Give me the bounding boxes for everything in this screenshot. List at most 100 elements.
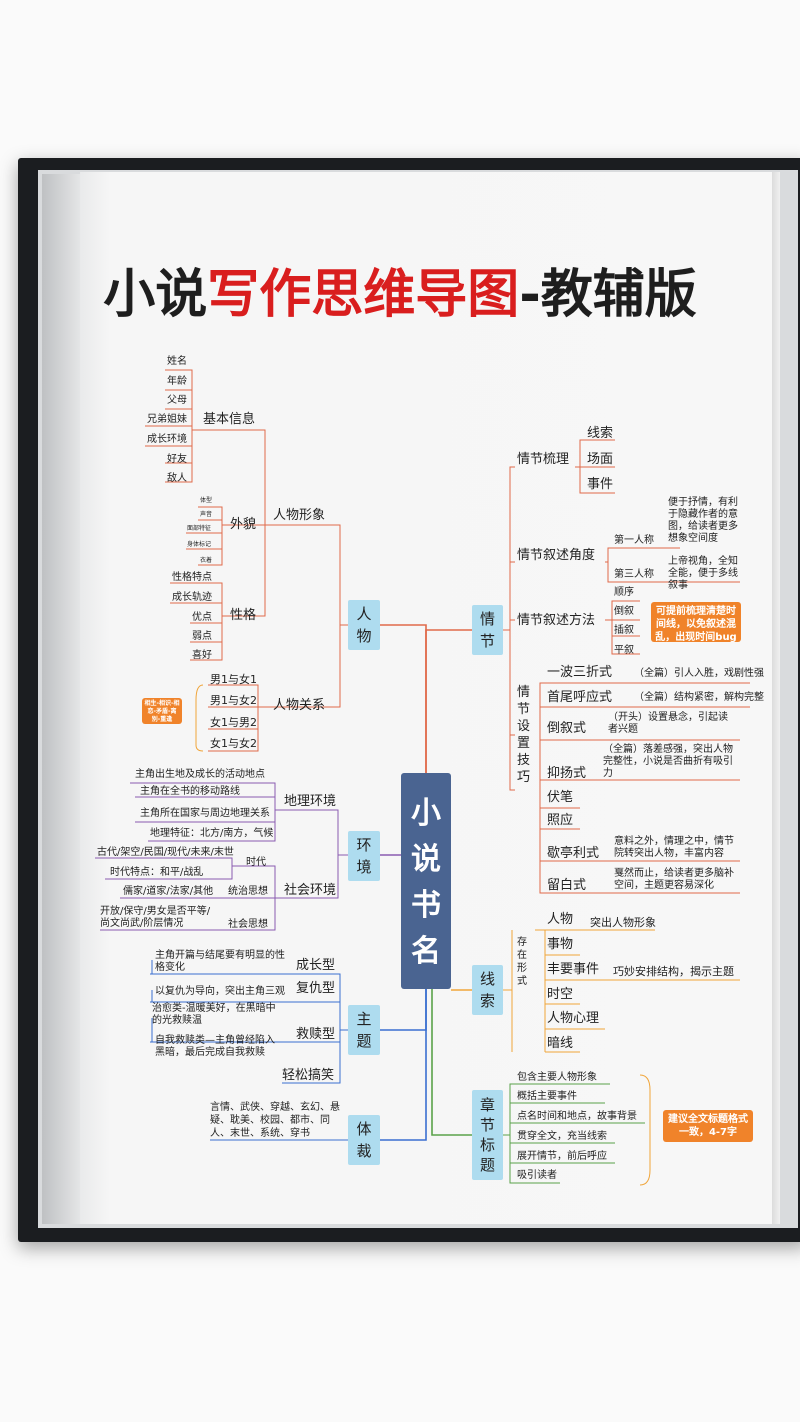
jiqiao-desc: 戛然而止，给读者更多脑补空间，主题更容易深化 — [614, 868, 734, 891]
dili-item: 主角出生地及成长的活动地点 — [135, 769, 265, 780]
jiqiao-desc: （全篇）落差感强，突出人物完整性，小说是否曲折有吸引力 — [603, 744, 733, 779]
branch-qingjie: 情 节 — [472, 605, 503, 655]
jiben-item: 成长环境 — [147, 434, 187, 445]
dili-item: 主角在全书的移动路线 — [140, 786, 240, 797]
chengzhang-desc: 主角开篇与结尾要有明显的性格变化 — [155, 950, 285, 973]
zhangjie-item: 点名时间和地点，故事背景 — [517, 1111, 637, 1122]
title-part-1: 小说 — [103, 265, 208, 325]
xiansuo-item: 人物心理 — [547, 1011, 600, 1026]
shehui-tongzhi: 统治思想 — [228, 886, 268, 897]
xiansuo-item: 暗线 — [547, 1036, 574, 1051]
center-char-2: 说 — [411, 842, 441, 877]
xingge-item: 优点 — [192, 612, 212, 623]
jiaodu-disan: 第三人称 — [614, 569, 654, 580]
huanjing-dili: 地理环境 — [284, 794, 337, 809]
jiqiao-name: 抑扬式 — [547, 766, 587, 781]
trunk-qingjie — [425, 629, 472, 773]
sixiang-item: 开放/保守/男女是否平等/尚文尚武/阶层情况 — [100, 906, 211, 929]
guanxi-item: 女1与女2 — [210, 737, 257, 750]
page-title: 小说写作思维导图-教辅版 — [0, 252, 800, 327]
jiaodu-diyi: 第一人称 — [614, 535, 654, 546]
jiushu-desc-1: 治愈类-温暖美好，在黑暗中的光救赎温 — [152, 1003, 276, 1026]
center-char-3: 书 — [411, 888, 441, 923]
jiqiao-desc: 意料之外，情理之中，情节院转突出人物，丰富内容 — [614, 836, 734, 859]
center-char-1: 小 — [411, 796, 441, 831]
xingge-item: 弱点 — [192, 631, 212, 642]
zhangjie-item: 贯穿全文，充当线索 — [517, 1131, 607, 1142]
tongzhi-item: 儒家/道家/法家/其他 — [123, 886, 214, 897]
zhangjie-note: 建议全文标题格式一致，4-7字 — [663, 1110, 753, 1142]
jiqiao-name: 倒叙式 — [547, 721, 587, 736]
waimao-item: 声音 — [200, 511, 213, 518]
guanxi-item: 女1与男2 — [210, 716, 257, 729]
ticai-desc: 言情、武侠、穿越、玄幻、悬疑、耽美、校园、都市、同人、末世、系统、穿书 — [210, 1102, 340, 1139]
zhuti-fuchou: 复仇型 — [296, 981, 336, 996]
guanxi-item: 男1与女2 — [210, 694, 257, 707]
page-stack — [42, 174, 82, 1224]
page-edge — [772, 172, 780, 1224]
branch-zhuti: 主 题 — [348, 1005, 380, 1055]
huanjing-shehui: 社会环境 — [284, 883, 337, 898]
qingjie-fangfa: 情节叙述方法 — [517, 613, 596, 628]
xingge-item: 性格特点 — [172, 572, 212, 583]
jiqiao-desc: （全篇）引人入胜，戏剧性强 — [634, 668, 764, 679]
branch-zhangjie: 章 节 标 题 — [472, 1090, 503, 1180]
jiqiao-name: 首尾呼应式 — [547, 690, 613, 705]
shehui-sixiang: 社会思想 — [228, 919, 268, 930]
renwu-jiben: 基本信息 — [203, 412, 256, 427]
xiansuo-shijian-desc: 巧妙安排结构，揭示主题 — [613, 965, 734, 978]
disan-desc: 上帝视角，全知全能，便于多线叙事 — [668, 556, 738, 591]
zhuti-jiushu: 救赎型 — [296, 1027, 336, 1042]
trunk-zhuti — [380, 989, 427, 1031]
waimao-item: 面部特征 — [187, 525, 212, 532]
jiqiao-name: 一波三折式 — [547, 665, 613, 680]
jiben-item: 父母 — [167, 395, 187, 406]
jiqiao-name: 伏笔 — [547, 790, 574, 805]
shehui-shidai: 时代 — [246, 857, 266, 868]
jiqiao-name: 歇亭利式 — [547, 846, 600, 861]
guanxi-item: 男1与女1 — [210, 673, 257, 686]
jiqiao-name: 照应 — [547, 813, 574, 828]
trunk-ticai — [380, 989, 427, 1141]
dili-item: 主角所在国家与周边地理关系 — [140, 808, 270, 819]
fangfa-item: 平叙 — [614, 645, 634, 656]
book-page — [80, 172, 780, 1224]
renwu-waimao: 外貌 — [230, 517, 257, 532]
jiushu-desc-2: 自我救赎类—主角曾经陷入黑暗，最后完成自我救赎 — [155, 1035, 275, 1058]
zhangjie-item: 吸引读者 — [517, 1170, 557, 1181]
renwu-guanxi: 人物关系 — [273, 698, 326, 713]
diyi-desc: 便于抒情，有利于隐藏作者的意图，给读者更多想象空间度 — [668, 497, 738, 544]
guanxi-note: 相生-相识-相恋-矛盾-离别-重逢 — [142, 698, 182, 724]
waimao-item: 体型 — [200, 497, 213, 504]
xiansuo-item: 事物 — [547, 937, 574, 952]
branch-renwu: 人 物 — [348, 600, 380, 650]
xiansuo-renwu-desc: 突出人物形象 — [590, 916, 656, 929]
xiansuo-item: 时空 — [547, 987, 574, 1002]
waimao-item: 身体标记 — [187, 541, 212, 548]
xiansuo-cunzai: 存在形式 — [517, 937, 527, 987]
fangfa-item: 倒叙 — [614, 606, 634, 617]
trunk-renwu — [380, 624, 427, 773]
xingge-item: 成长轨迹 — [172, 592, 212, 603]
zhangjie-item: 概括主要事件 — [517, 1091, 577, 1102]
fangfa-item: 插叙 — [614, 625, 634, 636]
center-node: 小 说 书 名 — [401, 773, 451, 989]
dili-item: 地理特征：北方/南方，气候 — [150, 828, 274, 839]
jiqiao-desc: （全篇）结构紧密，解构完整 — [634, 692, 764, 703]
shuli-item: 线索 — [587, 426, 614, 441]
fuchou-desc: 以复仇为导向，突出主角三观 — [155, 986, 285, 997]
branch-xiansuo: 线 索 — [472, 965, 503, 1015]
title-part-3: -教辅版 — [519, 265, 697, 325]
waimao-item: 衣着 — [200, 557, 213, 564]
fangfa-item: 顺序 — [614, 587, 634, 598]
xiansuo-item: 丰要事件 — [547, 962, 600, 977]
center-char-4: 名 — [411, 934, 441, 969]
branch-ticai: 体 裁 — [348, 1115, 380, 1165]
jiben-item: 姓名 — [167, 356, 187, 367]
jiben-item: 好友 — [167, 454, 187, 465]
shidai-item: 古代/架空/民国/现代/未来/末世 — [97, 847, 234, 858]
shuli-item: 场面 — [587, 452, 614, 467]
jiben-item: 敌人 — [167, 473, 187, 484]
zhangjie-item: 包含主要人物形象 — [517, 1072, 597, 1083]
